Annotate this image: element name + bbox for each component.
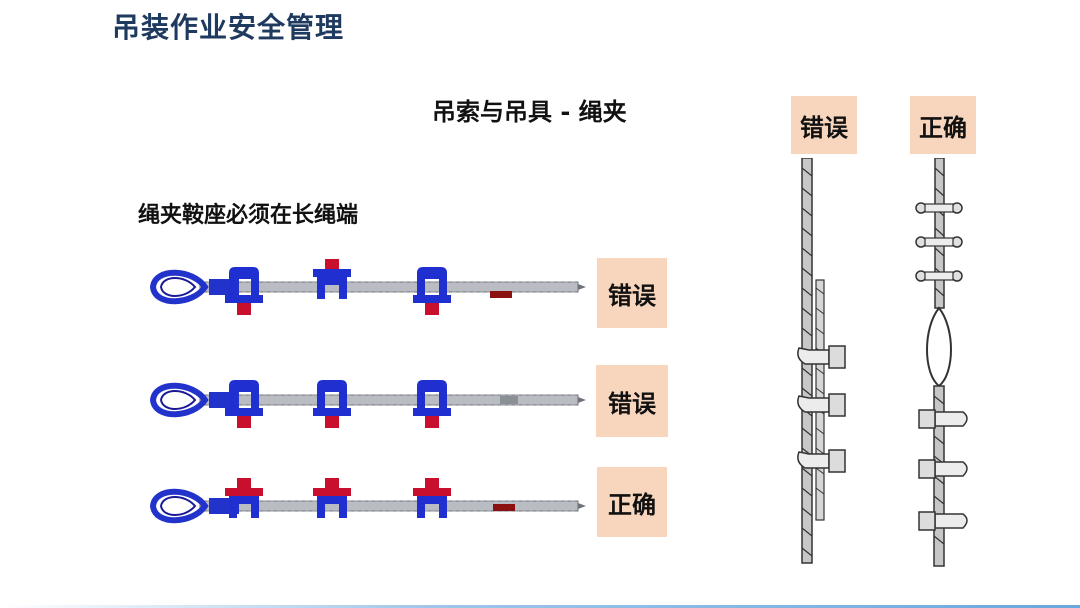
clip-1 (225, 380, 263, 428)
vertical-correct-rope (926, 158, 952, 567)
rope-row-2-illustration (149, 380, 586, 428)
vertical-correct-clip-top-3 (915, 270, 963, 282)
rope-row-2 (149, 382, 586, 418)
vertical-correct-clip-2 (918, 459, 968, 479)
page-title: 吊装作业安全管理 (112, 11, 345, 44)
section-subtitle: 吊索与吊具 - 绳夹 (432, 98, 627, 126)
vertical-correct-clip-1 (918, 409, 968, 429)
bottom-accent-line (0, 605, 1080, 608)
vertical-correct-clip-top-1 (915, 202, 963, 214)
row-3-label: 正确 (597, 467, 667, 537)
vertical-correct-illustration (915, 158, 968, 567)
vertical-wrong-label: 错误 (791, 96, 857, 154)
rope-row-3-illustration (149, 478, 586, 524)
rope-row-1 (149, 269, 586, 305)
clip-1 (225, 267, 263, 315)
row-1-label: 错误 (597, 258, 667, 328)
vertical-correct-clip-3 (918, 511, 968, 531)
vertical-correct-clip-top-2 (915, 236, 963, 248)
rope-row-3 (149, 488, 586, 524)
vertical-wrong-clip-1 (797, 345, 846, 369)
vertical-wrong-clip-3 (797, 449, 846, 473)
clip-3 (413, 478, 451, 518)
vertical-correct-label: 正确 (910, 96, 976, 154)
clip-3 (413, 380, 451, 428)
vertical-wrong-clip-2 (797, 393, 846, 417)
clip-2 (313, 478, 351, 518)
rule-statement: 绳夹鞍座必须在长绳端 (138, 203, 359, 228)
clip-2 (313, 380, 351, 428)
clip-2 (313, 259, 351, 299)
rope-row-1-illustration (149, 259, 586, 315)
clip-1 (225, 478, 263, 518)
vertical-wrong-illustration (797, 158, 846, 564)
clip-3 (413, 267, 451, 315)
row-2-label: 错误 (596, 365, 668, 437)
